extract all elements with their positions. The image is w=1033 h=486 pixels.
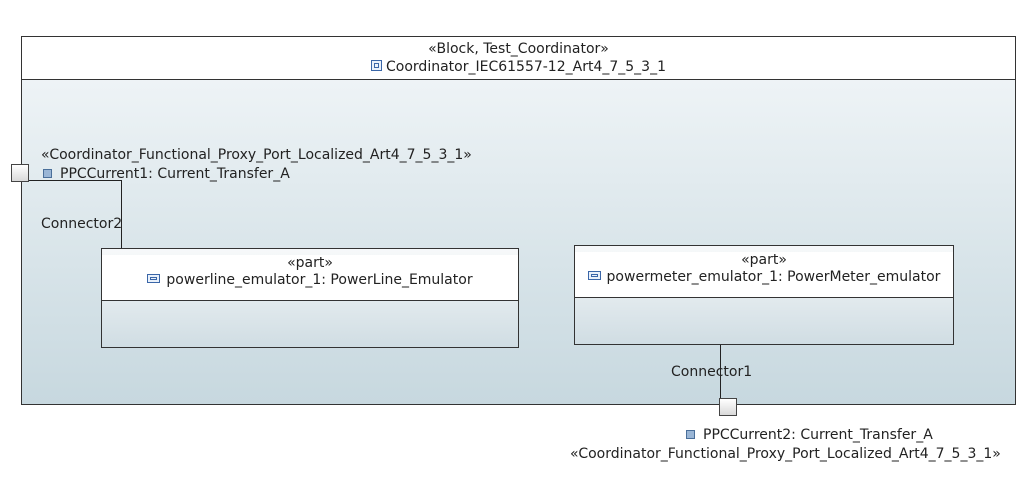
part-name: powermeter_emulator_1: PowerMeter_emulat…	[606, 269, 941, 285]
part-stereotype: «part»	[741, 252, 787, 268]
part-powerline-emulator[interactable]: «part» powerline_emulator_1: PowerLine_E…	[101, 248, 519, 348]
port2-stereotype: «Coordinator_Functional_Proxy_Port_Local…	[570, 446, 1001, 462]
block-frame[interactable]	[21, 36, 1016, 405]
part-powermeter-emulator[interactable]: «part» powermeter_emulator_1: PowerMeter…	[574, 245, 954, 345]
connector2-label: Connector2	[41, 216, 123, 232]
part-icon	[587, 270, 601, 280]
block-name: Coordinator_IEC61557-12_Art4_7_5_3_1	[386, 59, 666, 75]
port2-name: PPCCurrent2: Current_Transfer_A	[703, 427, 933, 443]
port-property-icon	[686, 429, 695, 439]
port-property-icon	[43, 168, 52, 178]
port-icon[interactable]	[719, 398, 737, 416]
part-name: powerline_emulator_1: PowerLine_Emulator	[166, 272, 473, 288]
port1-name: PPCCurrent1: Current_Transfer_A	[60, 166, 290, 182]
part-header: «part» powermeter_emulator_1: PowerMeter…	[575, 252, 953, 298]
connector1-label: Connector1	[671, 364, 753, 380]
connector1-line[interactable]	[720, 345, 721, 398]
block-stereotype: «Block, Test_Coordinator»	[428, 41, 609, 57]
part-icon	[147, 273, 161, 283]
connector2-line-horizontal[interactable]	[29, 180, 122, 181]
connector2-line-vertical[interactable]	[121, 180, 122, 248]
block-icon	[371, 59, 383, 71]
part-header: «part» powerline_emulator_1: PowerLine_E…	[102, 255, 518, 301]
block-header: «Block, Test_Coordinator» Coordinator_IE…	[21, 36, 1016, 80]
port1-stereotype: «Coordinator_Functional_Proxy_Port_Local…	[41, 147, 472, 163]
port-icon[interactable]	[11, 164, 29, 182]
part-stereotype: «part»	[287, 255, 333, 271]
